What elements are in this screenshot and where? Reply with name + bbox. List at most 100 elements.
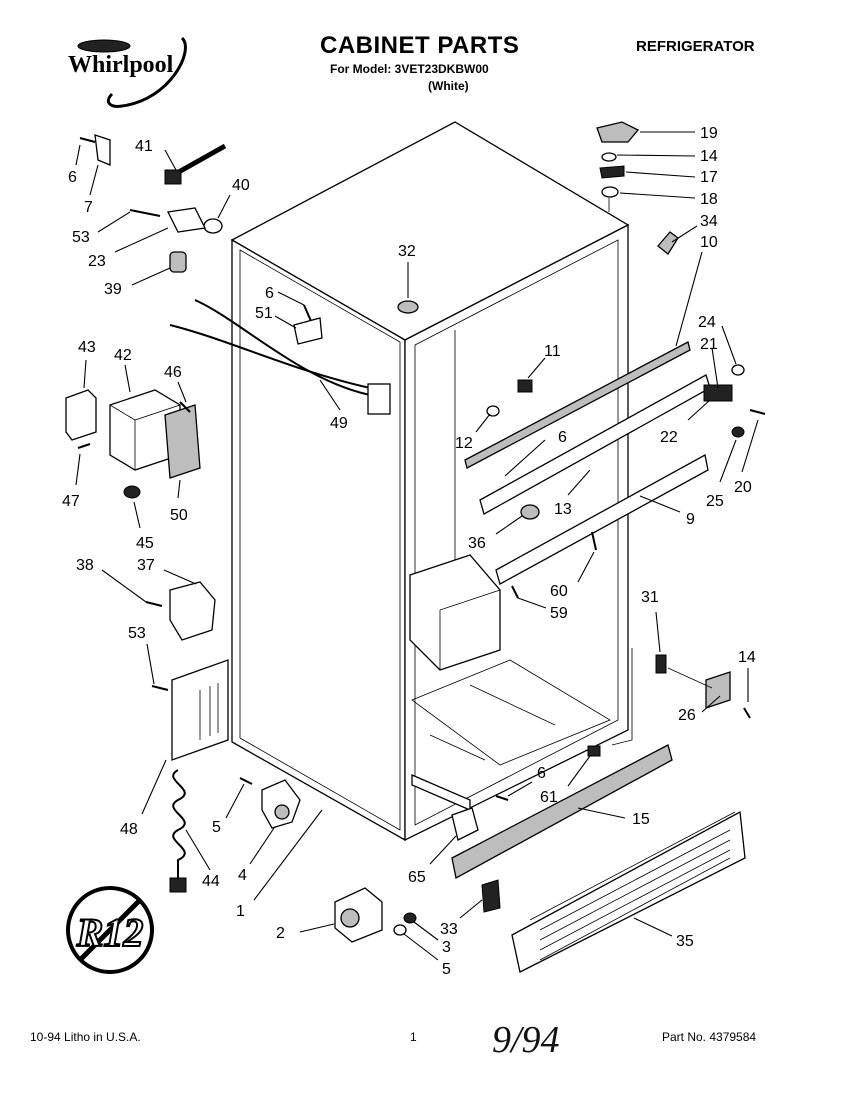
floor-rail-b <box>429 734 486 761</box>
leader-49 <box>319 379 341 411</box>
callout-3: 3 <box>442 939 451 956</box>
leader-10 <box>675 251 703 347</box>
leader-36 <box>495 515 523 535</box>
leader-46 <box>177 381 187 403</box>
leader-53b <box>146 643 155 685</box>
callout-14: 14 <box>700 148 718 165</box>
part-37-bracket <box>169 581 216 641</box>
part-59-screw <box>511 585 519 599</box>
callout-39: 39 <box>104 281 122 298</box>
leader-6c <box>504 439 546 477</box>
callout-25: 25 <box>706 493 724 510</box>
callout-5-b: 5 <box>442 961 451 978</box>
leader-34 <box>671 225 698 243</box>
callout-35: 35 <box>676 933 694 950</box>
part-35-grille-top <box>529 811 736 921</box>
part-39-bushing <box>169 251 187 273</box>
whirlpool-logo <box>77 36 187 108</box>
part-17-hinge <box>599 165 625 179</box>
leader-25 <box>719 439 737 483</box>
leader-48 <box>141 759 167 815</box>
callout-11: 11 <box>544 343 561 360</box>
part-5-screw-b <box>393 924 407 936</box>
top-wiring-group <box>169 299 419 415</box>
part-6-screw-c <box>495 795 509 801</box>
leader-51 <box>274 315 297 329</box>
leader-31-26 <box>667 667 713 689</box>
control-box-group <box>65 389 201 499</box>
leader-21 <box>711 347 719 389</box>
callout-48: 48 <box>120 821 138 838</box>
part-40-grommet <box>203 218 223 234</box>
part-11-clip <box>517 379 533 393</box>
callout-12: 12 <box>455 435 473 452</box>
callout-13: 13 <box>554 501 572 518</box>
evaporator-cover <box>409 554 501 671</box>
callout-26: 26 <box>678 707 696 724</box>
callout-61: 61 <box>540 789 558 806</box>
leader-24 <box>721 325 737 365</box>
leader-42 <box>124 364 131 393</box>
part-53-screw-b <box>151 685 169 691</box>
part-36-grommet <box>520 504 540 520</box>
part-61-clip <box>587 745 601 757</box>
callout-10: 10 <box>700 234 718 251</box>
callout-24: 24 <box>698 314 716 331</box>
leader-39 <box>131 267 171 286</box>
callout-53: 53 <box>72 229 90 246</box>
right-lower-group <box>451 648 751 973</box>
part-34-plug <box>657 231 679 255</box>
callout-65: 65 <box>408 869 426 886</box>
part-14-screw <box>601 152 617 162</box>
r12-stamp-ring <box>66 886 154 974</box>
callout-42: 42 <box>114 347 132 364</box>
callout-34: 34 <box>700 213 718 230</box>
top-hinge-group <box>596 121 679 255</box>
part-25-washer <box>731 426 745 438</box>
color-line: (White) <box>428 79 469 93</box>
leader-1 <box>253 809 323 901</box>
callout-1: 1 <box>236 903 245 920</box>
callout-2: 2 <box>276 925 285 942</box>
leader-26 <box>701 695 721 713</box>
leader-6d <box>507 781 533 797</box>
cabinet-front <box>404 223 629 842</box>
leader-6b <box>277 291 305 306</box>
callout-38: 38 <box>76 557 94 574</box>
part-4-wheel <box>274 804 290 820</box>
leader-44 <box>185 829 211 871</box>
callout-51: 51 <box>255 305 273 322</box>
callout-labels: 19 14 17 18 34 10 41 40 6 7 53 23 39 32 … <box>62 125 756 978</box>
callout-6-d: 6 <box>537 765 546 782</box>
part-24-screw <box>731 364 745 376</box>
callout-45: 45 <box>136 535 154 552</box>
door-stop-line <box>611 648 633 746</box>
callout-17: 17 <box>700 169 718 186</box>
leader-6 <box>75 144 81 166</box>
leader-31 <box>655 611 661 653</box>
cabinet-side-inner <box>239 249 401 831</box>
callout-41: 41 <box>135 138 153 155</box>
callout-19: 19 <box>700 125 718 142</box>
part-49-connector <box>367 383 391 415</box>
part-49-harness <box>194 299 371 396</box>
leader-7 <box>89 164 99 196</box>
callout-21: 21 <box>700 336 718 353</box>
callout-47: 47 <box>62 493 80 510</box>
part-35-grille-slots <box>539 829 731 961</box>
leader-53 <box>97 211 131 233</box>
callout-6: 6 <box>68 169 77 186</box>
leader-59 <box>517 597 547 609</box>
leader-38 <box>101 569 147 603</box>
callout-7: 7 <box>84 199 93 216</box>
part-20-screw <box>749 409 766 415</box>
leader-60 <box>577 551 595 583</box>
callout-32: 32 <box>398 243 416 260</box>
leader-lines <box>75 131 759 961</box>
part-6-screw <box>79 137 96 143</box>
callout-59: 59 <box>550 605 568 622</box>
part-7-clip <box>94 134 111 166</box>
part-49-harness-b <box>169 324 371 389</box>
part-4-roller <box>261 779 301 829</box>
part-50-cover <box>164 404 201 479</box>
